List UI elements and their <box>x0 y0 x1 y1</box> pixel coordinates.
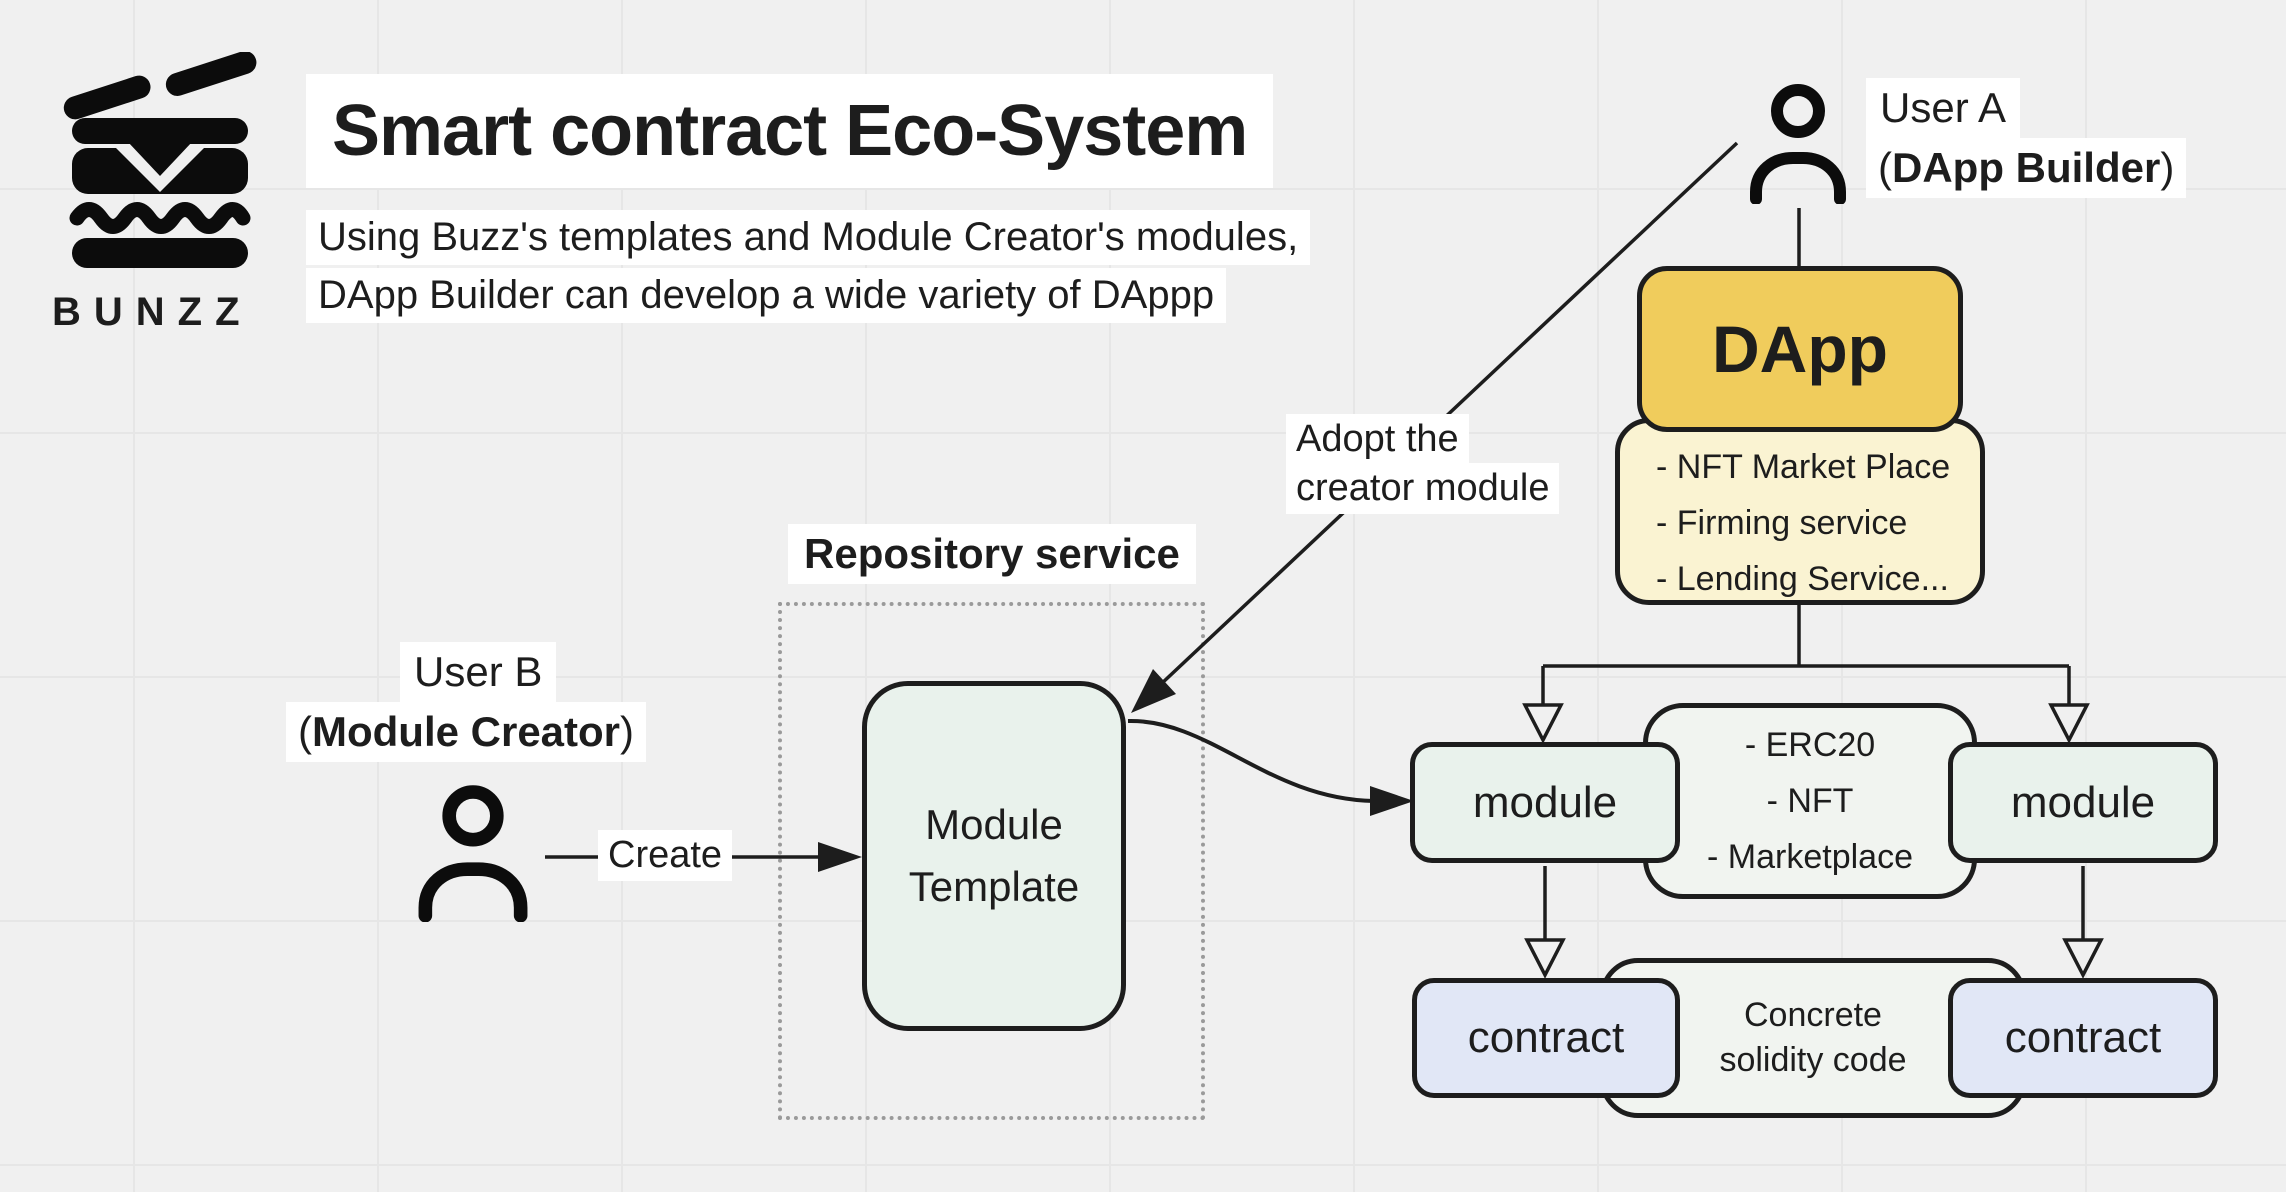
user-b-role: (Module Creator) <box>286 702 647 762</box>
subtitle-line-1: Using Buzz's templates and Module Creato… <box>306 210 1311 265</box>
concrete-line2: solidity code <box>1719 1041 1907 1079</box>
module-contract-right-arrowhead <box>2062 938 2104 979</box>
subtitle-line-2: DApp Builder can develop a wide variety … <box>306 268 1227 323</box>
bunzz-logo-icon <box>63 52 257 268</box>
create-edge-label: Create <box>598 830 733 881</box>
module-type-item: - ERC20 <box>1744 726 1876 764</box>
user-a-role: (DApp Builder) <box>1866 138 2187 198</box>
page-title: Smart contract Eco-System <box>306 74 1274 188</box>
module-contract-left-arrowhead <box>1524 938 1566 979</box>
user-a-name: User A <box>1866 78 2021 138</box>
user-a-role-paren-open: ( <box>1878 144 1892 191</box>
module-types-node: - ERC20 - NFT - Marketplace <box>1643 703 1977 899</box>
module-left-node: module <box>1410 742 1680 863</box>
user-b-icon <box>418 785 528 922</box>
module-template-line2: Template <box>908 863 1080 910</box>
adopt-edge-label: Adopt the creator module <box>1286 414 1560 514</box>
repository-boundary <box>778 602 1205 1120</box>
module-type-item: - Marketplace <box>1707 838 1913 876</box>
module-template-node: Module Template <box>862 681 1126 1031</box>
adopt-edge-label-line1: Adopt the <box>1286 414 1469 465</box>
module-right-node: module <box>1948 742 2218 863</box>
service-item: - Lending Service... <box>1656 560 1949 598</box>
user-a-icon <box>1750 84 1846 204</box>
adopt-edge-label-line2: creator module <box>1286 463 1560 514</box>
service-item: - Firming service <box>1656 504 1908 542</box>
branch-left-arrowhead <box>1522 703 1564 744</box>
dapp-branch-edge <box>1541 605 2071 706</box>
module-template-line1: Module <box>925 801 1063 848</box>
user-b-name: User B <box>400 642 557 702</box>
concrete-line1: Concrete <box>1744 996 1882 1034</box>
bunzz-logo-text: BUNZZ <box>52 290 253 334</box>
user-b-role-paren-close: ) <box>620 708 635 755</box>
dapp-services-node: - NFT Market Place - Firming service - L… <box>1615 418 1985 605</box>
module-type-item: - NFT <box>1766 782 1854 820</box>
contract-left-node: contract <box>1412 978 1680 1098</box>
repository-label: Repository service <box>788 524 1196 584</box>
user-a-role-paren-close: ) <box>2160 144 2175 191</box>
template-module-arrowhead <box>1370 786 1414 816</box>
service-item: - NFT Market Place <box>1656 448 1951 486</box>
user-b-role-paren-open: ( <box>298 708 312 755</box>
user-a-role-text: DApp Builder <box>1892 144 2161 191</box>
contract-right-node: contract <box>1948 978 2218 1098</box>
dapp-node: DApp <box>1637 266 1963 432</box>
user-b-role-text: Module Creator <box>312 708 621 755</box>
branch-right-arrowhead <box>2048 703 2090 744</box>
